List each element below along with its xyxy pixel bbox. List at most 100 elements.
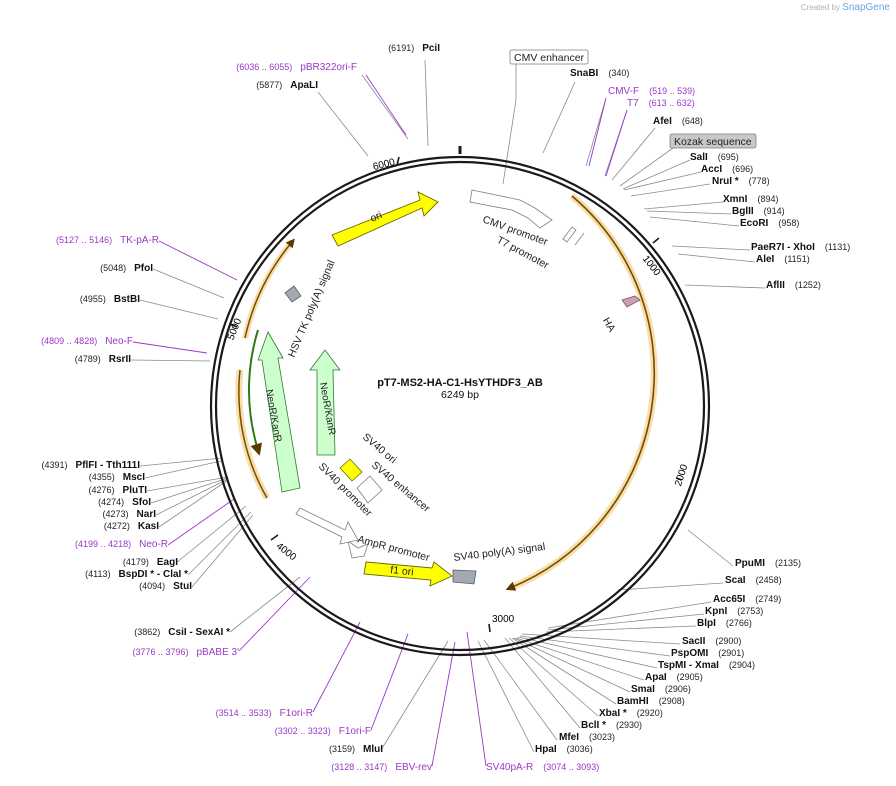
site-position: (5127 .. 5146) bbox=[56, 235, 112, 245]
site-position: (1131) bbox=[825, 242, 850, 252]
feature-sv40-polya bbox=[452, 569, 477, 585]
site-position: (695) bbox=[718, 152, 739, 162]
restriction-site-label: (3159)MluI bbox=[329, 744, 383, 755]
site-position: (3514 .. 3533) bbox=[216, 708, 272, 718]
site-position: (519 .. 539) bbox=[649, 86, 695, 96]
site-name: F1ori-F bbox=[339, 726, 371, 737]
credit-prefix: Created by bbox=[800, 3, 840, 12]
restriction-site-label: BamHI(2908) bbox=[617, 696, 685, 707]
site-name: KasI bbox=[138, 521, 159, 532]
site-name: BclI * bbox=[581, 720, 606, 731]
site-position: (696) bbox=[732, 164, 753, 174]
restriction-site-label: XbaI *(2920) bbox=[599, 708, 663, 719]
site-position: (914) bbox=[764, 206, 785, 216]
site-position: (778) bbox=[749, 176, 770, 186]
restriction-site-label: SnaBI(340) bbox=[570, 68, 629, 79]
site-position: (4355) bbox=[89, 472, 115, 482]
snapgene-credit: Created by SnapGene bbox=[801, 2, 890, 13]
restriction-site-label: (4113)BspDI * - ClaI * bbox=[85, 569, 188, 580]
plasmid-size: 6249 bp bbox=[441, 389, 479, 401]
site-name: KpnI bbox=[705, 606, 727, 617]
site-position: (894) bbox=[757, 194, 778, 204]
ha-label: HA bbox=[600, 316, 618, 335]
site-name: pBR322ori-F bbox=[300, 62, 357, 73]
site-name: MluI bbox=[363, 744, 383, 755]
site-name: Acc65I bbox=[713, 594, 745, 605]
site-name: XbaI * bbox=[599, 708, 627, 719]
tick-label: 6000 bbox=[372, 157, 397, 173]
primer-label: (3302 .. 3323) F1ori-F bbox=[275, 726, 371, 737]
restriction-site-label: KpnI(2753) bbox=[705, 606, 763, 617]
restriction-site-label: SmaI(2906) bbox=[631, 684, 691, 695]
site-name: TspMI - XmaI bbox=[658, 660, 719, 671]
restriction-site-label: BclI *(2930) bbox=[581, 720, 642, 731]
site-name: BlpI bbox=[697, 618, 716, 629]
restriction-site-label: (4789)RsrII bbox=[75, 354, 131, 365]
primer-label: (3128 .. 3147)EBV-rev bbox=[331, 762, 432, 773]
primer-label: T7 (613 .. 632) bbox=[627, 98, 695, 109]
restriction-site-label: BlpI (2766) bbox=[697, 618, 752, 629]
site-position: (4391) bbox=[42, 460, 68, 470]
orf-arc-left bbox=[238, 369, 268, 499]
kozak-label: Kozak sequence bbox=[674, 136, 752, 148]
site-position: (2901) bbox=[718, 648, 744, 658]
restriction-site-label: XmnI(894) bbox=[723, 194, 778, 205]
backbone-inner bbox=[214, 160, 706, 652]
site-name: BstBI bbox=[114, 294, 140, 305]
primer-label: (6036 .. 6055) pBR322ori-F bbox=[236, 62, 357, 73]
site-position: (2766) bbox=[726, 618, 752, 628]
feature-t7-promoter bbox=[562, 226, 577, 243]
restriction-site-label: SacII(2900) bbox=[682, 636, 741, 647]
site-name: TK-pA-R bbox=[120, 235, 159, 246]
restriction-site-label: Acc65I (2749) bbox=[713, 594, 781, 605]
site-position: (4955) bbox=[80, 294, 106, 304]
restriction-site-label: (5048)PfoI bbox=[100, 263, 153, 274]
site-name: PluTI bbox=[123, 485, 148, 496]
site-position: (958) bbox=[778, 218, 799, 228]
feature-neor-kanr-outer bbox=[257, 331, 301, 493]
restriction-site-label: PspOMI (2901) bbox=[671, 648, 744, 659]
feature-sv40-enhancer bbox=[356, 475, 383, 504]
primer-label: (4199 .. 4218)Neo-R bbox=[75, 539, 168, 550]
feature-t7-marker bbox=[574, 232, 585, 246]
site-position: (3302 .. 3323) bbox=[275, 726, 331, 736]
site-name: MfeI bbox=[559, 732, 579, 743]
restriction-site-label: AccI (696) bbox=[701, 164, 753, 175]
site-position: (4274) bbox=[98, 497, 124, 507]
site-position: (3074 .. 3093) bbox=[543, 762, 599, 772]
site-name: CsiI - SexAI * bbox=[168, 627, 230, 638]
restriction-site-label: AfeI(648) bbox=[653, 116, 703, 127]
restriction-site-label: PpuMI(2135) bbox=[735, 558, 801, 569]
restriction-site-label: TspMI - XmaI(2904) bbox=[658, 660, 755, 671]
site-name: T7 bbox=[627, 98, 639, 109]
feature-ha bbox=[621, 295, 641, 308]
site-position: (5048) bbox=[100, 263, 126, 273]
site-name: F1ori-R bbox=[280, 708, 313, 719]
site-name: AccI bbox=[701, 164, 722, 175]
primer-label: (3776 .. 3796)pBABE 3' bbox=[132, 647, 239, 658]
restriction-site-label: (4955) BstBI bbox=[80, 294, 140, 305]
site-name: BamHI bbox=[617, 696, 649, 707]
site-position: (3023) bbox=[589, 732, 615, 742]
site-position: (3036) bbox=[567, 744, 593, 754]
site-name: AflII bbox=[766, 280, 785, 291]
site-name: PpuMI bbox=[735, 558, 765, 569]
site-position: (613 .. 632) bbox=[649, 98, 695, 108]
sv40-polya-label: SV40 poly(A) signal bbox=[453, 541, 546, 564]
cmv-enhancer-label: CMV enhancer bbox=[514, 52, 585, 64]
ampr-promoter-label: AmpR promoter bbox=[356, 533, 431, 564]
primer-lines bbox=[132, 74, 628, 767]
site-position: (2749) bbox=[755, 594, 781, 604]
site-position: (3128 .. 3147) bbox=[331, 762, 387, 772]
feature-f1-ori bbox=[363, 561, 453, 587]
restriction-site-label: (3862)CsiI - SexAI * bbox=[134, 627, 230, 638]
orf-arc-upper bbox=[244, 238, 295, 339]
site-position: (6036 .. 6055) bbox=[236, 62, 292, 72]
restriction-site-label: SalI(695) bbox=[690, 152, 739, 163]
site-name: PspOMI bbox=[671, 648, 708, 659]
restriction-site-label: (4274)SfoI bbox=[98, 497, 151, 508]
feature-ampr-promoter bbox=[347, 540, 369, 559]
primer-label: (4809 .. 4828)Neo-F bbox=[41, 336, 133, 347]
restriction-site-label: (4094)StuI bbox=[139, 581, 192, 592]
